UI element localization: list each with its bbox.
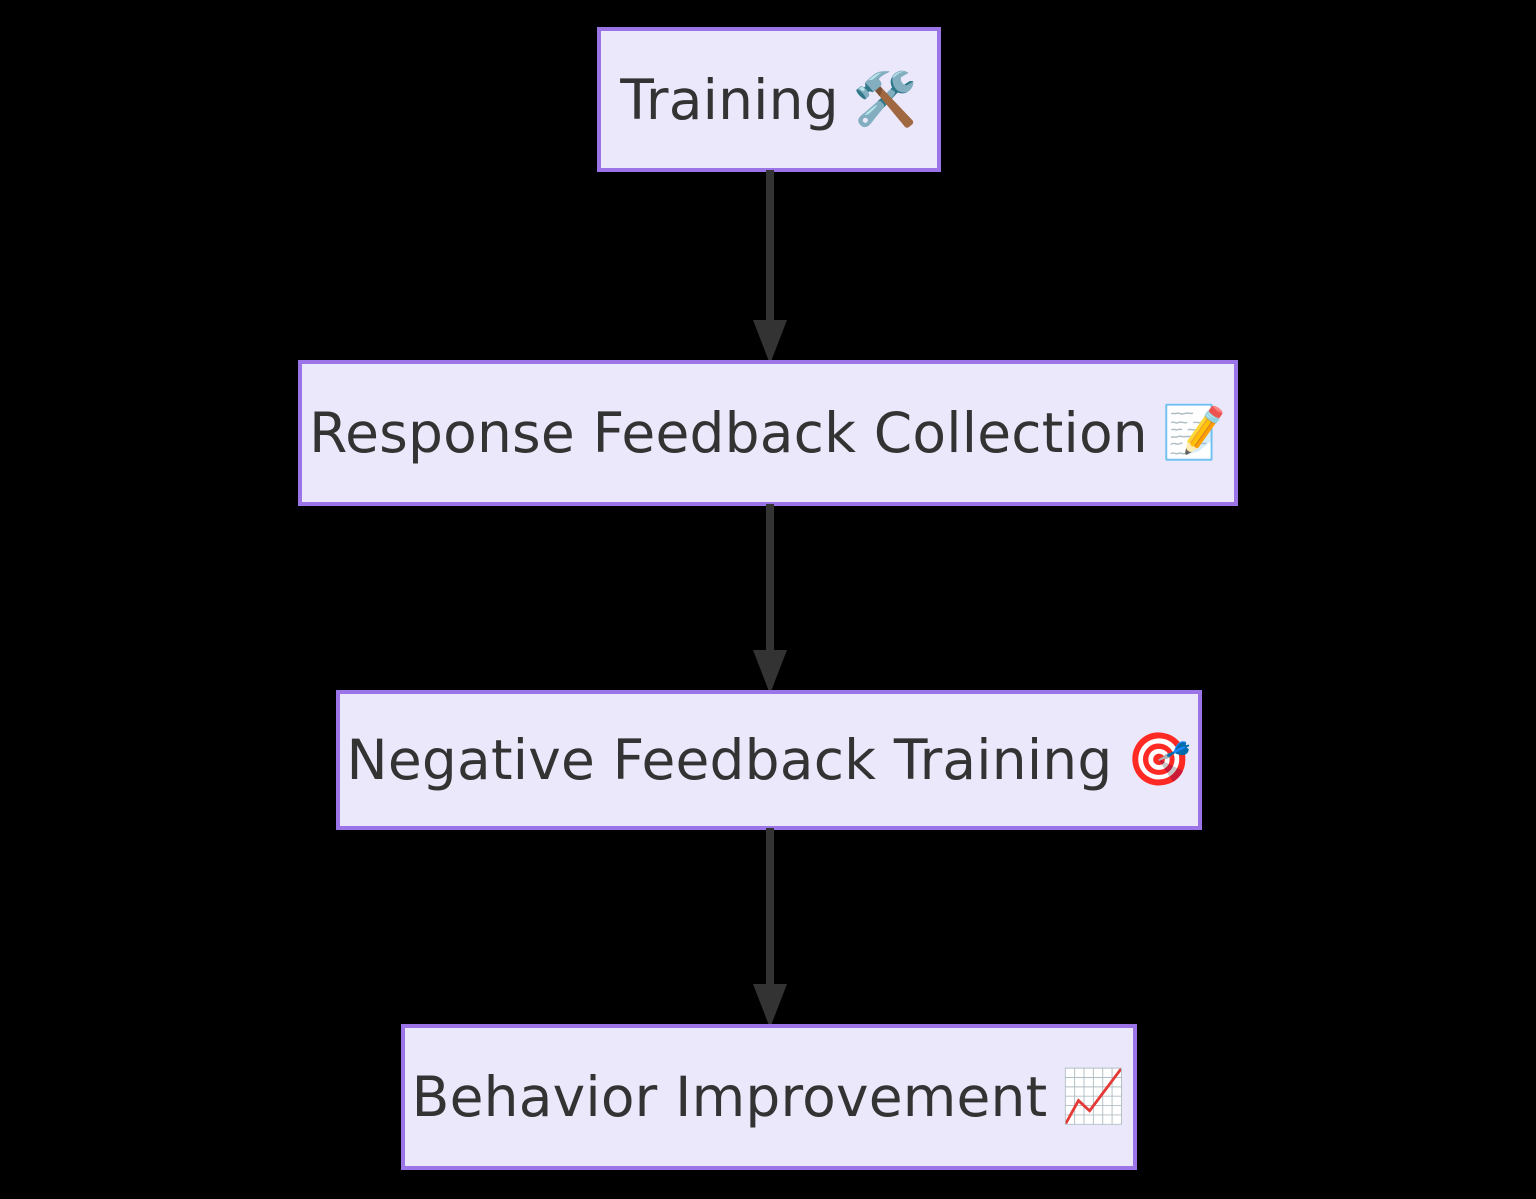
flowchart-edge-response-feedback-collection-to-negative-feedback-training — [745, 504, 795, 694]
node-label-training: Training — [620, 67, 839, 132]
node-label-negative-feedback-training: Negative Feedback Training — [346, 728, 1113, 792]
direct-hit-icon: 🎯 — [1126, 730, 1192, 790]
node-label-response-feedback-collection: Response Feedback Collection — [309, 401, 1148, 465]
flowchart-edge-training-to-response-feedback-collection — [745, 170, 795, 364]
flowchart-node-training[interactable]: Training 🛠️ — [597, 27, 941, 172]
flowchart-node-negative-feedback-training[interactable]: Negative Feedback Training 🎯 — [336, 690, 1202, 830]
chart-increasing-icon: 📈 — [1061, 1067, 1127, 1127]
flowchart-node-response-feedback-collection[interactable]: Response Feedback Collection 📝 — [298, 360, 1238, 506]
node-label-behavior-improvement: Behavior Improvement — [411, 1065, 1048, 1129]
flowchart-node-behavior-improvement[interactable]: Behavior Improvement 📈 — [401, 1024, 1137, 1170]
hammer-and-wrench-icon: 🛠️ — [852, 69, 918, 130]
flowchart-edge-negative-feedback-training-to-behavior-improvement — [745, 828, 795, 1028]
memo-icon: 📝 — [1161, 403, 1227, 463]
